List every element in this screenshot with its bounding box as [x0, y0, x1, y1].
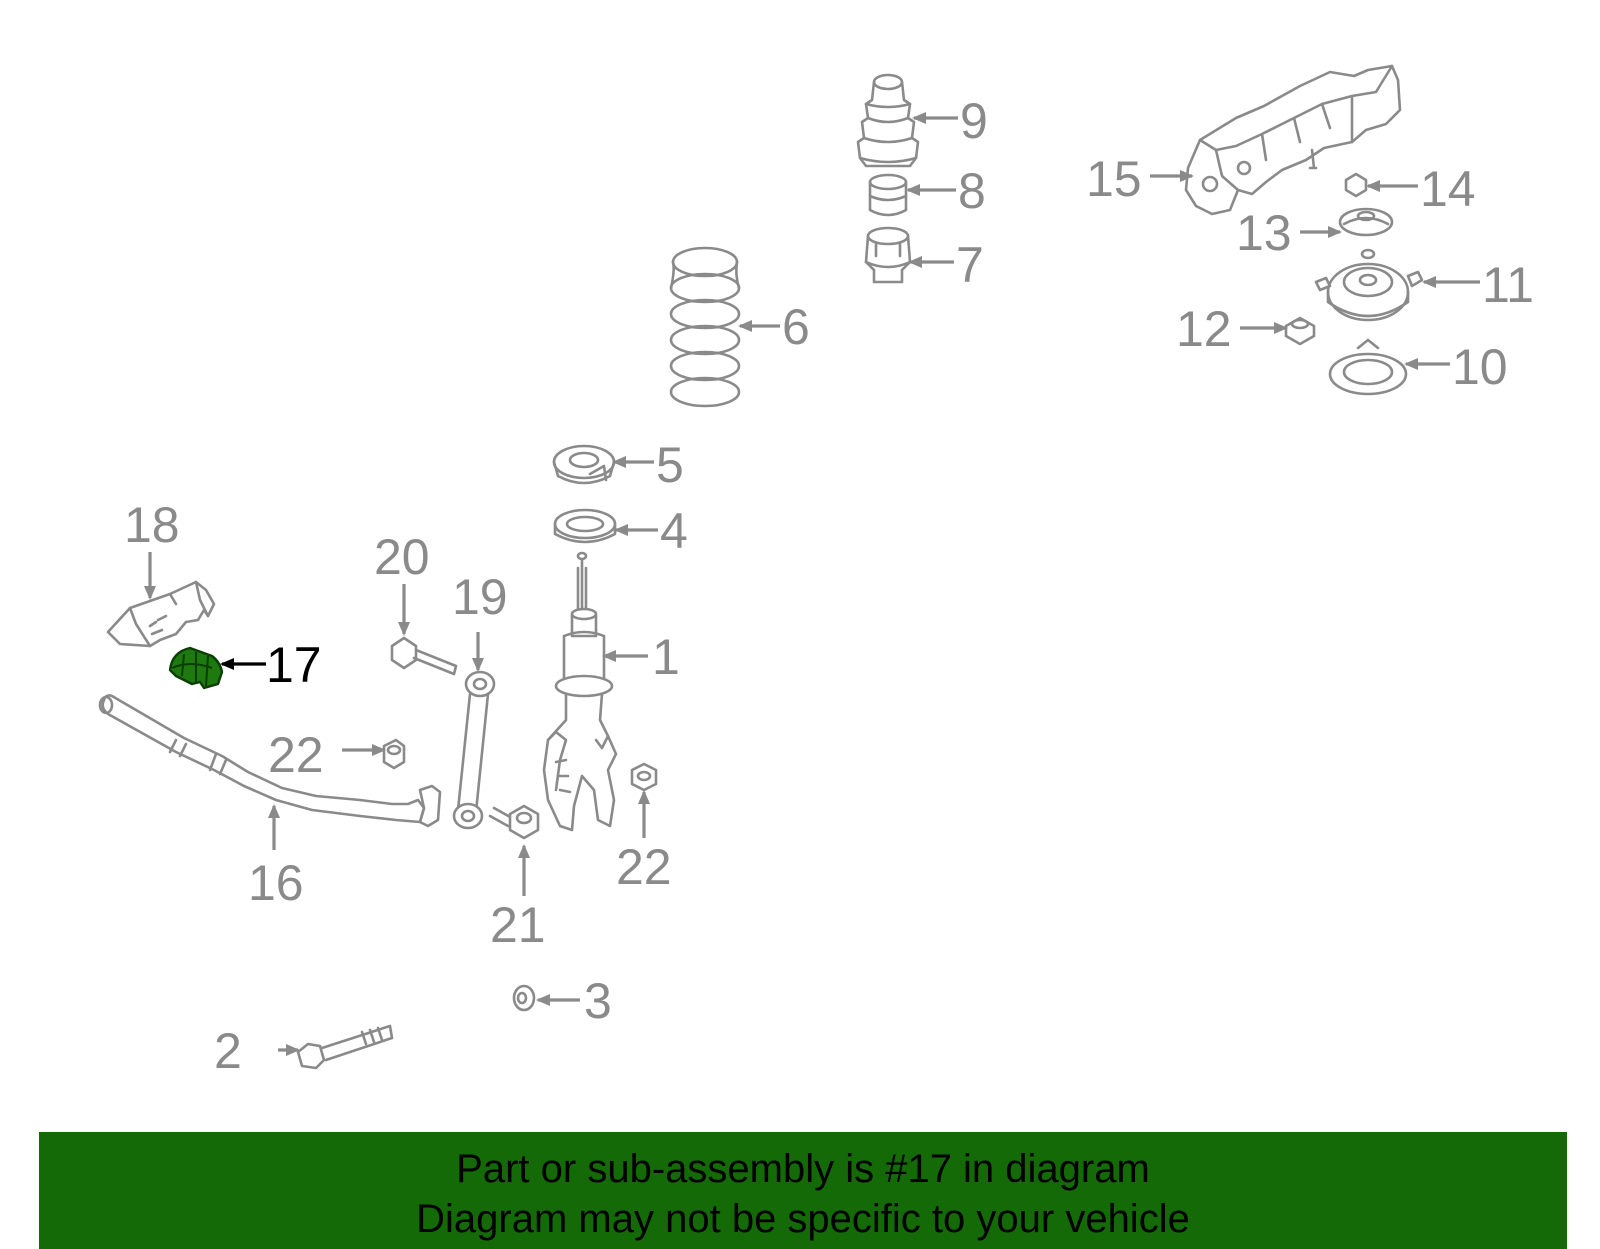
callout-19[interactable]: 19	[452, 569, 508, 625]
callout-22-left[interactable]: 22	[268, 727, 324, 783]
callout-20[interactable]: 20	[374, 529, 430, 585]
part-17-bushing-highlighted[interactable]	[168, 646, 224, 690]
callout-12[interactable]: 12	[1176, 301, 1232, 357]
part-5-seat	[552, 444, 616, 485]
callout-11[interactable]: 11	[1482, 257, 1534, 313]
part-22-nut-right	[630, 762, 658, 792]
part-4-isolator	[553, 508, 617, 544]
part-3-nut	[512, 984, 536, 1012]
banner-disclaimer-text: Diagram may not be specific to your vehi…	[416, 1197, 1190, 1241]
callout-18[interactable]: 18	[124, 497, 180, 553]
callout-6[interactable]: 6	[782, 299, 810, 355]
callout-14[interactable]: 14	[1420, 161, 1476, 217]
callout-arrows	[144, 112, 1480, 1056]
callout-9[interactable]: 9	[960, 93, 988, 149]
part-18-bracket	[106, 580, 216, 648]
callout-2[interactable]: 2	[214, 1023, 242, 1079]
callout-labels: 1 2 3 4 5 6 7 8 9 10 11 12 13 14 15 16 1…	[124, 93, 1534, 1079]
part-14-nut	[1344, 172, 1368, 198]
part-15-subframe	[1184, 64, 1402, 216]
part-22-nut-left	[382, 738, 406, 770]
callout-4[interactable]: 4	[660, 503, 688, 559]
part-12-nut	[1284, 316, 1316, 346]
part-8-bumper	[868, 173, 908, 217]
part-9-boot	[856, 73, 920, 168]
banner-part-text: Part or sub-assembly is #17 in diagram	[456, 1147, 1150, 1191]
callout-15[interactable]: 15	[1086, 151, 1142, 207]
info-banner: Part or sub-assembly is #17 in diagram D…	[39, 1132, 1567, 1249]
part-2-bolt	[296, 1024, 394, 1070]
callout-16[interactable]: 16	[248, 855, 304, 911]
callout-8[interactable]: 8	[958, 163, 986, 219]
part-13-washer	[1338, 207, 1394, 237]
callout-5[interactable]: 5	[656, 437, 684, 493]
part-1-strut	[542, 551, 618, 832]
callout-7[interactable]: 7	[956, 237, 984, 293]
callout-1[interactable]: 1	[652, 629, 680, 685]
part-11-mount	[1314, 248, 1424, 322]
part-19-link	[452, 670, 496, 830]
callout-3[interactable]: 3	[584, 973, 612, 1029]
part-10-seal	[1328, 338, 1408, 396]
part-7-bearing	[864, 226, 912, 284]
callout-17-highlighted[interactable]: 17	[266, 637, 322, 693]
callout-22-right[interactable]: 22	[616, 839, 672, 895]
callout-10[interactable]: 10	[1452, 339, 1508, 395]
part-6-spring	[669, 246, 741, 408]
part-16-stabilizer-bar	[98, 694, 442, 828]
part-21-bolt	[488, 804, 540, 840]
part-20-bolt	[390, 636, 458, 676]
callout-21[interactable]: 21	[490, 897, 546, 953]
callout-13[interactable]: 13	[1236, 205, 1292, 261]
parts-diagram: 1 2 3 4 5 6 7 8 9 10 11 12 13 14 15 16 1…	[98, 64, 1534, 1079]
